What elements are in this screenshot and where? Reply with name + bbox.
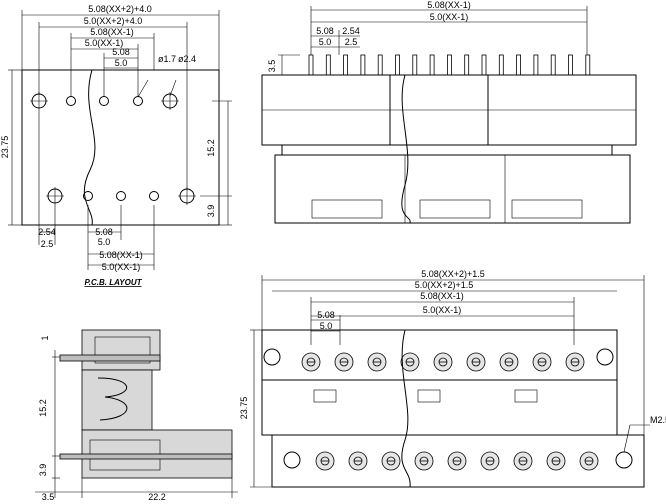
dim-side-2: 15.2 — [38, 399, 48, 417]
spring-clamp — [81, 369, 153, 431]
dim-top-4: 5.0(XX-1) — [85, 38, 124, 48]
dim-height: 23.75 — [0, 136, 10, 159]
pin — [446, 54, 452, 76]
header-upper — [81, 329, 161, 371]
break-line — [401, 74, 411, 224]
dim-side-4: 3.5 — [42, 492, 55, 502]
dim-bottom-5: 5.08(XX-1) — [99, 250, 143, 260]
dim-fr-4: 5.0(XX-1) — [423, 305, 462, 315]
plug-body — [274, 154, 631, 224]
dim-tr-5: 2.54 — [342, 26, 360, 36]
dim-fr-1: 5.08(XX+2)+1.5 — [421, 269, 485, 279]
dim-top-3: 5.08(XX-1) — [90, 27, 134, 37]
dim-top-6: 5.0 — [115, 58, 128, 68]
pin-hole — [66, 96, 76, 106]
pcb-outline — [21, 69, 220, 226]
break-line — [84, 69, 96, 226]
break-line — [401, 329, 411, 488]
pin-hole — [149, 191, 159, 201]
dim-tr-6: 2.5 — [345, 37, 358, 47]
pin — [395, 54, 400, 76]
pin — [516, 54, 521, 76]
dim-row-spacing: 15.2 — [206, 139, 216, 157]
pin — [550, 54, 556, 76]
dim-bottom-4: 5.0 — [98, 237, 111, 247]
dim-fr-3: 5.08(XX-1) — [420, 291, 464, 301]
pin — [481, 54, 487, 76]
pin — [464, 54, 470, 76]
pin-upper — [59, 354, 161, 362]
dim-hole-small: ø1.7 — [158, 54, 176, 64]
pin — [585, 54, 591, 76]
dim-tr-4: 5.0 — [319, 37, 332, 47]
dim-fr-2: 5.0(XX+2)+1.5 — [415, 280, 474, 290]
side-section-view: 1 15.2 3.9 3.5 22.2 — [35, 329, 238, 502]
dim-hole-large: ø2.4 — [178, 54, 196, 64]
flange-hole — [596, 348, 614, 366]
pin — [412, 54, 418, 76]
pin — [360, 54, 366, 76]
dim-tr-1: 5.08(XX-1) — [427, 0, 471, 10]
dim-tr-3: 5.08 — [316, 26, 334, 36]
pin — [377, 54, 383, 76]
dim-top-2: 5.0(XX+2)+4.0 — [84, 16, 143, 26]
pin-lower — [59, 453, 233, 460]
dim-tr-2: 5.0(XX-1) — [430, 12, 469, 22]
spring-icon — [97, 377, 128, 421]
screw-row-bottom — [315, 451, 599, 471]
top-right-view: 5.08(XX-1) 5.0(XX-1) 5.08 5.0 2.54 2.5 3… — [261, 0, 637, 224]
pcb-layout-view: 5.08(XX+2)+4.0 5.0(XX+2)+4.0 5.08(XX-1) … — [0, 4, 232, 287]
dim-fr-screw: M2.5 — [650, 415, 666, 425]
dim-side-5: 22.2 — [148, 492, 166, 502]
pin — [308, 54, 314, 76]
dim-side-3: 3.9 — [38, 464, 48, 477]
pin-hole — [83, 191, 93, 201]
dim-bottom-offset: 3.9 — [206, 205, 216, 218]
dim-bottom-6: 5.0(XX-1) — [102, 262, 141, 272]
dim-bottom-2: 2.5 — [41, 239, 54, 249]
pin-hole — [133, 96, 143, 106]
flange-hole — [615, 451, 633, 469]
dim-top-5: 5.08 — [112, 47, 130, 57]
pin-hole — [99, 96, 109, 106]
pin — [568, 54, 573, 76]
screw-row-top — [301, 352, 585, 372]
dim-bottom-3: 5.08 — [95, 227, 113, 237]
dim-pin-height: 3.5 — [267, 60, 277, 73]
dim-fr-height: 23.75 — [239, 397, 249, 420]
flange-hole — [263, 348, 281, 366]
pin-hole — [116, 191, 126, 201]
dim-top-1: 5.08(XX+2)+4.0 — [88, 4, 152, 14]
dim-fr-6: 5.0 — [320, 321, 333, 331]
pin — [343, 54, 349, 76]
pcb-layout-title: P.C.B. LAYOUT — [84, 278, 142, 287]
pin — [429, 54, 435, 76]
front-view: 5.08(XX+2)+1.5 5.0(XX+2)+1.5 5.08(XX-1) … — [239, 269, 666, 488]
dim-bottom-1: 2.54 — [38, 227, 56, 237]
mid-row — [261, 379, 618, 436]
dim-fr-5: 5.08 — [317, 310, 335, 320]
pin — [533, 54, 539, 76]
pin-row — [308, 54, 591, 76]
pin — [498, 54, 504, 76]
flange-hole — [283, 451, 301, 469]
plug-row — [271, 434, 645, 488]
pin — [325, 54, 331, 76]
dim-side-1: 1 — [40, 335, 50, 340]
